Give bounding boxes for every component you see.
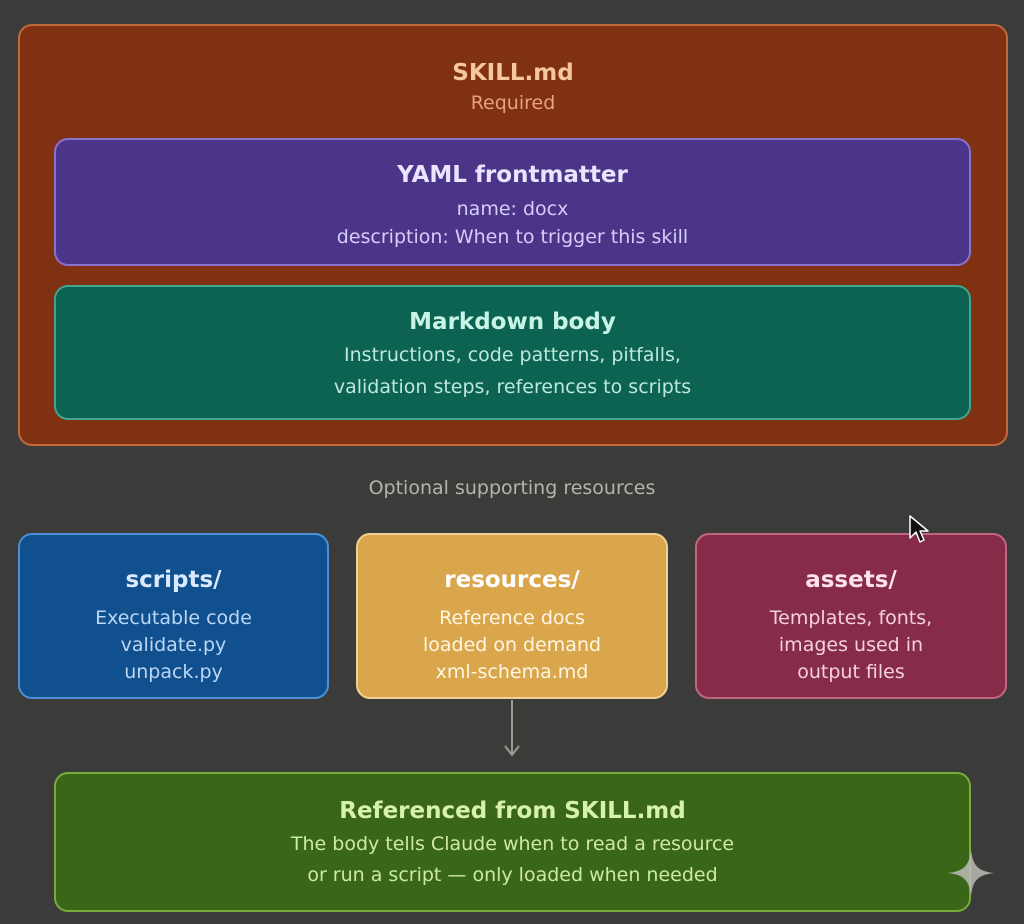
scripts-folder-line: Executable code (95, 607, 252, 629)
yaml-frontmatter-box: YAML frontmatter name: docx description:… (54, 138, 971, 266)
mouse-cursor-icon (909, 515, 929, 543)
referenced-line: The body tells Claude when to read a res… (290, 833, 735, 855)
yaml-frontmatter-line: description: When to trigger this skill (336, 226, 689, 248)
yaml-frontmatter-title: YAML frontmatter (397, 162, 628, 188)
resources-folder-line: xml-schema.md (435, 661, 589, 683)
arrow-down-icon (504, 700, 520, 757)
markdown-body-box: Markdown body Instructions, code pattern… (54, 285, 971, 420)
markdown-body-title: Markdown body (409, 309, 616, 335)
assets-folder-line: images used in (778, 634, 924, 656)
assets-folder-line: output files (797, 661, 905, 683)
assets-folder-line: Templates, fonts, (769, 607, 933, 629)
optional-resources-caption: Optional supporting resources (368, 477, 656, 499)
skill-md-subtitle: Required (470, 92, 556, 114)
scripts-folder-line: validate.py (120, 634, 227, 656)
sparkle-icon (948, 850, 994, 896)
assets-folder-card: assets/ Templates, fonts, images used in… (695, 533, 1007, 699)
referenced-line: or run a script — only loaded when neede… (307, 864, 718, 886)
resources-folder-title: resources/ (444, 567, 580, 593)
scripts-folder-title: scripts/ (125, 567, 222, 593)
markdown-body-line: Instructions, code patterns, pitfalls, (344, 344, 681, 366)
scripts-folder-line: unpack.py (124, 661, 223, 683)
scripts-folder-card: scripts/ Executable code validate.py unp… (18, 533, 329, 699)
markdown-body-line: validation steps, references to scripts (333, 376, 692, 398)
yaml-frontmatter-line: name: docx (456, 198, 569, 220)
referenced-title: Referenced from SKILL.md (339, 798, 686, 824)
assets-folder-title: assets/ (805, 567, 897, 593)
resources-folder-line: loaded on demand (422, 634, 602, 656)
resources-folder-line: Reference docs (439, 607, 585, 629)
referenced-from-skill-box: Referenced from SKILL.md The body tells … (54, 772, 971, 912)
resources-folder-card: resources/ Reference docs loaded on dema… (356, 533, 668, 699)
skill-md-title: SKILL.md (452, 60, 574, 86)
